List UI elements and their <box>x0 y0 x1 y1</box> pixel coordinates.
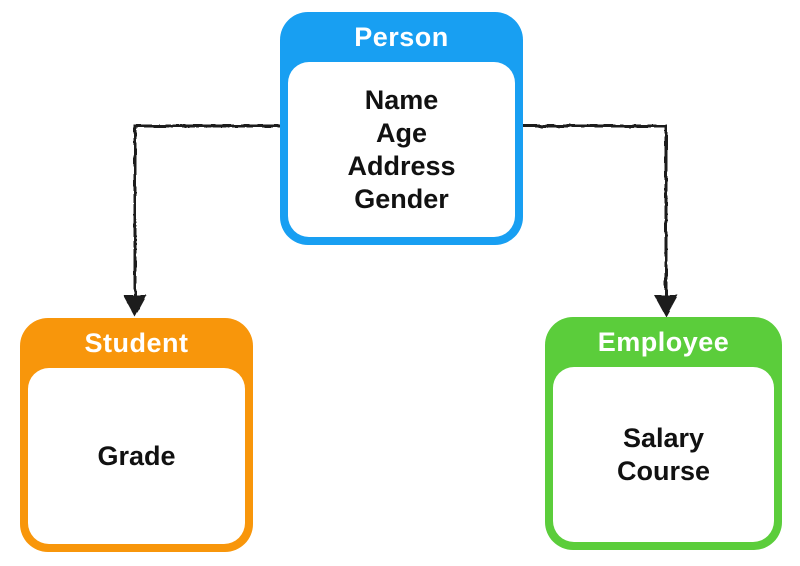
node-person-body: Name Age Address Gender <box>288 62 515 237</box>
node-person-title: Person <box>354 21 449 52</box>
attribute-age: Age <box>375 117 427 148</box>
attribute-address: Address <box>347 150 456 181</box>
node-student-title: Student <box>84 327 189 358</box>
attribute-grade: Grade <box>97 440 176 471</box>
node-student[interactable]: Student Grade <box>20 318 253 552</box>
node-employee-title: Employee <box>597 326 730 357</box>
attribute-name: Name <box>364 84 439 115</box>
node-employee-body: Salary Course <box>553 367 774 542</box>
edge-person-to-student <box>133 124 286 298</box>
node-employee[interactable]: Employee Salary Course <box>545 317 782 550</box>
attribute-salary: Salary <box>622 422 705 453</box>
edge-person-to-employee <box>518 124 668 298</box>
arrowhead-student <box>123 295 147 317</box>
node-person[interactable]: Person Name Age Address Gender <box>280 12 523 245</box>
attribute-course: Course <box>616 455 711 486</box>
arrowhead-employee <box>654 295 678 317</box>
attribute-gender: Gender <box>354 183 449 214</box>
node-student-body: Grade <box>28 368 245 544</box>
